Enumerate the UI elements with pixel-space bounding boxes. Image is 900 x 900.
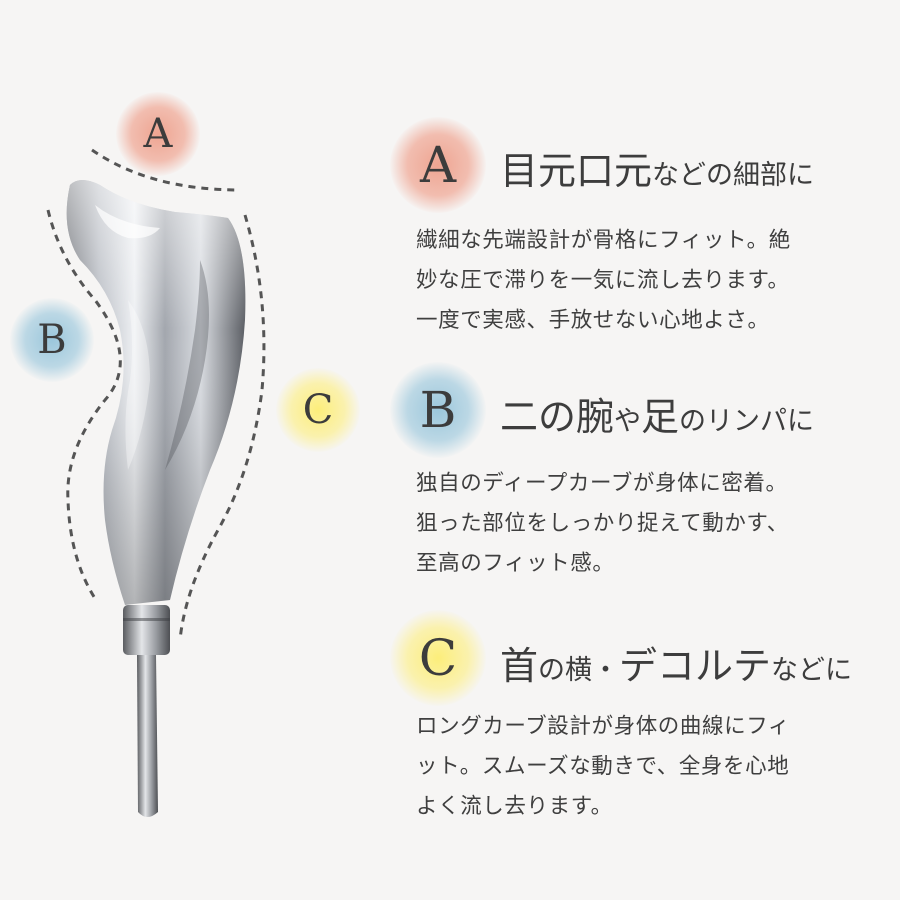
feature-b-letter: B <box>419 381 457 439</box>
feature-b-desc-line: 至高のフィット感。 <box>416 551 615 576</box>
feature-a-description: 繊細な先端設計が骨格にフィット。絶 妙な圧で滞りを一気に流し去ります。 一度で実… <box>416 221 886 341</box>
feature-c-description: ロングカーブ設計が身体の曲線にフィ ット。スムーズな動きで、全身を心地 よく流し… <box>416 707 886 827</box>
feature-b-title-part: や <box>614 406 642 437</box>
guide-line-a <box>91 148 241 192</box>
feature-b-badge: B <box>390 362 486 458</box>
feature-a-title: 目元口元などの細部に <box>500 152 814 190</box>
feature-c-title: 首の横・デコルテなどに <box>500 647 852 685</box>
guide-line-c <box>178 214 266 641</box>
feature-b-desc-line: 独自のディープカーブが身体に密着。 <box>416 471 788 496</box>
marker-c-label: C <box>302 387 334 433</box>
product-illustration <box>46 148 266 817</box>
feature-a-desc-line: 妙な圧で滞りを一気に流し去ります。 <box>416 268 790 293</box>
feature-a-badge: A <box>390 117 486 213</box>
feature-c-title-part: の横・ <box>538 655 620 686</box>
feature-a-desc-line: 繊細な先端設計が骨格にフィット。絶 <box>416 228 791 253</box>
marker-b-badge: B <box>10 298 94 382</box>
feature-c-title-part: デコルテ <box>619 644 772 688</box>
marker-a-badge: A <box>116 92 200 176</box>
device-collar <box>123 605 170 655</box>
feature-c-desc-line: よく流し去ります。 <box>416 794 613 819</box>
feature-a-letter: A <box>419 136 457 194</box>
feature-b-title-part: 二の腕 <box>500 395 615 439</box>
feature-b-title-part: 足 <box>641 395 680 439</box>
feature-c-desc-line: ロングカーブ設計が身体の曲線にフィ <box>416 714 790 739</box>
feature-b-desc-line: 狙った部位をしっかり捉えて動かす、 <box>416 511 789 536</box>
feature-c-title-part: などに <box>771 655 853 686</box>
marker-a-label: A <box>143 111 173 157</box>
feature-c-letter: C <box>418 629 458 687</box>
feature-a-desc-line: 一度で実感、手放せない心地よさ。 <box>416 308 770 333</box>
marker-b-label: B <box>37 317 67 363</box>
feature-a-title-main: 目元口元 <box>500 149 653 193</box>
guide-line-b <box>46 209 122 601</box>
feature-c-desc-line: ット。スムーズな動きで、全身を心地 <box>416 754 790 779</box>
feature-b-title: 二の腕や足のリンパに <box>500 398 814 436</box>
device-rod <box>137 655 158 817</box>
feature-b-description: 独自のディープカーブが身体に密着。 狙った部位をしっかり捉えて動かす、 至高のフ… <box>416 464 886 584</box>
feature-c-badge: C <box>390 610 486 706</box>
marker-c-badge: C <box>276 368 360 452</box>
feature-a-title-sub: などの細部に <box>652 160 815 191</box>
feature-b-title-part: のリンパに <box>679 406 815 437</box>
feature-c-title-part: 首 <box>500 644 539 688</box>
